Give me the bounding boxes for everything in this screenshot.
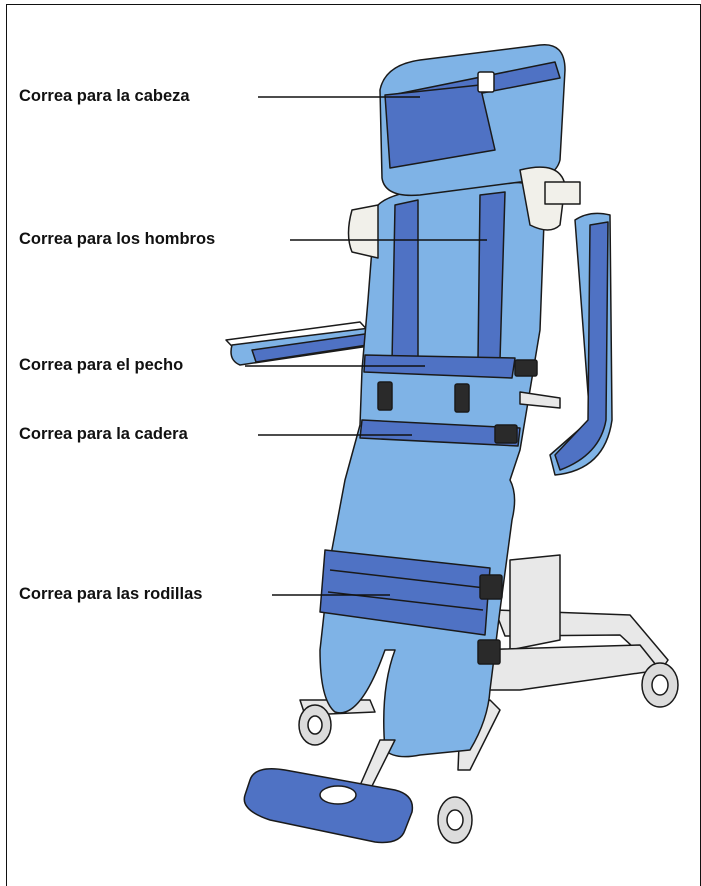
label-head-strap: Correa para la cabeza: [19, 87, 190, 105]
chest-strap: [363, 354, 538, 379]
left-armrest: [225, 321, 377, 366]
hip-strap: [359, 419, 521, 447]
label-chest-strap: Correa para el pecho: [19, 356, 184, 374]
label-knee-strap: Correa para las rodillas: [19, 585, 203, 603]
caster-wheel-icon: [298, 704, 332, 746]
right-armrest: [519, 212, 613, 476]
base-frame: [299, 554, 669, 771]
label-hip-strap: Correa para la cadera: [19, 425, 188, 443]
buckle-icon: [377, 381, 470, 413]
knee-strap: [319, 549, 503, 665]
foot-plate: [243, 739, 414, 844]
caster-wheel-icon: [437, 796, 473, 844]
head-strap: [384, 61, 561, 169]
shoulder-pads: [347, 166, 581, 259]
label-shoulder-strap: Correa para los hombros: [19, 230, 216, 248]
leader-lines: [245, 96, 487, 596]
caster-wheel-icon: [641, 662, 679, 708]
